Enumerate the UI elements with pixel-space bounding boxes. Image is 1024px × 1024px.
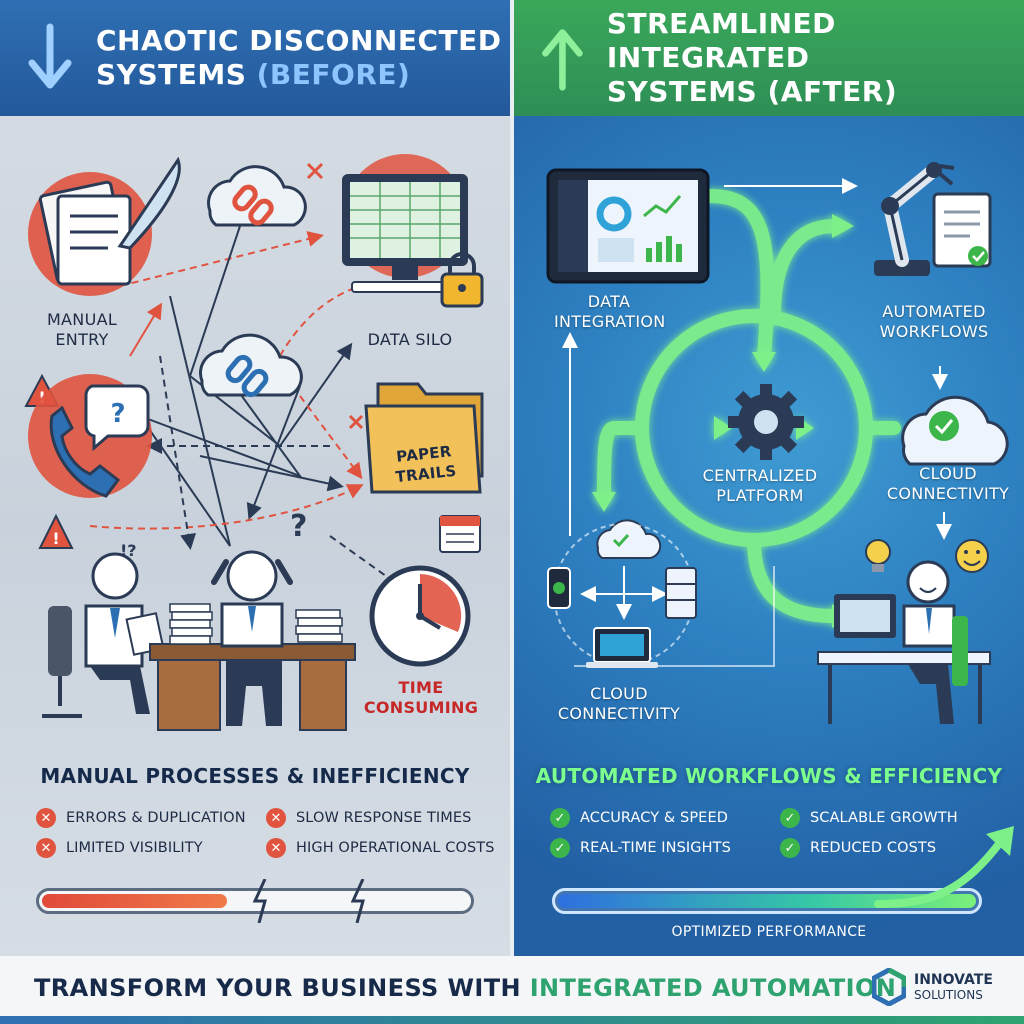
centralized-platform-label: CENTRALIZED PLATFORM: [702, 466, 818, 505]
before-bullets: ✕ERRORS & DUPLICATION ✕SLOW RESPONSE TIM…: [36, 808, 506, 858]
data-silo-label: DATA SILO: [367, 330, 453, 349]
after-subtitle: AUTOMATED WORKFLOWS & EFFICIENCY: [535, 764, 1003, 788]
before-subtitle: MANUAL PROCESSES & INEFFICIENCY: [40, 764, 470, 788]
phone-question-icon: ?: [28, 374, 152, 498]
tablet-dashboard-icon: [546, 168, 710, 284]
footer: TRANSFORM YOUR BUSINESS WITH INTEGRATED …: [0, 956, 1024, 1024]
cloud-connectivity-right-label: CLOUD CONNECTIVITY: [886, 464, 1010, 503]
list-item: ✓ACCURACY & SPEED: [550, 808, 780, 828]
check-mark-icon: ✓: [780, 808, 800, 828]
document-check-icon: [932, 192, 992, 268]
panel-divider: [510, 0, 514, 956]
list-item: ✓REDUCED COSTS: [780, 838, 1010, 858]
before-title: CHAOTIC DISCONNECTED SYSTEMS (BEFORE): [96, 24, 502, 91]
brand-logo: INNOVATE SOLUTIONS: [872, 968, 993, 1006]
up-arrow-icon: [542, 29, 583, 91]
list-item: ✕ERRORS & DUPLICATION: [36, 808, 266, 828]
x-mark-icon: ✕: [36, 838, 56, 858]
robot-arm-icon: [874, 162, 955, 276]
lightbulb-icon: [865, 539, 891, 572]
x-mark-icon: ✕: [266, 838, 286, 858]
lightning-break-icon: [252, 879, 267, 923]
after-panel: STREAMLINED INTEGRATED SYSTEMS (AFTER): [514, 0, 1024, 956]
list-item: ✕HIGH OPERATIONAL COSTS: [266, 838, 496, 858]
list-item: ✓SCALABLE GROWTH: [780, 808, 1010, 828]
svg-text:?: ?: [110, 399, 125, 429]
bar-caption: OPTIMIZED PERFORMANCE: [671, 924, 867, 940]
laptop-icon: [586, 627, 658, 668]
cloud-check-icon: [596, 519, 662, 559]
growth-arrow-icon: [874, 826, 1014, 908]
x-mark-icon: ✕: [36, 808, 56, 828]
cloud-connectivity-bottom-label: CLOUD CONNECTIVITY: [557, 684, 681, 723]
after-title: STREAMLINED INTEGRATED SYSTEMS (AFTER): [606, 7, 898, 108]
lock-icon: [440, 252, 484, 308]
happy-office-worker: [817, 539, 991, 724]
before-performance-bar: [36, 879, 474, 923]
warning-icon: !: [38, 513, 74, 549]
clock-icon: [369, 565, 471, 667]
manual-entry-label: MANUAL ENTRY: [46, 310, 118, 349]
server-icon: [665, 567, 697, 619]
time-consuming-label: TIME CONSUMING: [363, 678, 479, 717]
before-performance-fill: [42, 894, 227, 908]
after-illustration: [546, 162, 1009, 724]
lightning-break-icon: [350, 879, 365, 923]
after-bullets: ✓ACCURACY & SPEED ✓SCALABLE GROWTH ✓REAL…: [550, 808, 1020, 858]
gear-icon: [728, 384, 804, 460]
check-mark-icon: ✓: [550, 808, 570, 828]
monitor-spreadsheet-icon: [342, 154, 468, 293]
check-mark-icon: ✓: [550, 838, 570, 858]
before-panel: CHAOTIC DISCONNECTED SYSTEMS (BEFORE): [0, 0, 510, 956]
bottom-stripe: [0, 1016, 1024, 1024]
check-mark-icon: ✓: [780, 838, 800, 858]
footer-tagline: TRANSFORM YOUR BUSINESS WITH INTEGRATED …: [34, 974, 897, 1002]
down-arrow-icon: [28, 23, 72, 89]
automated-workflows-label: AUTOMATED WORKFLOWS: [879, 302, 989, 341]
calendar-icon: [439, 515, 481, 553]
after-header: STREAMLINED INTEGRATED SYSTEMS (AFTER): [514, 0, 1024, 116]
after-performance-fill: [558, 894, 976, 908]
list-item: ✕LIMITED VISIBILITY: [36, 838, 266, 858]
brand-name: INNOVATE: [914, 972, 993, 988]
document-quill-icon: [28, 156, 181, 296]
cloud-link-icon: [207, 165, 307, 227]
list-item: ✓REAL-TIME INSIGHTS: [550, 838, 780, 858]
folder-icon: [364, 382, 484, 494]
smiley-icon: [955, 539, 989, 573]
svg-text:!: !: [52, 529, 59, 548]
before-illustration: ! ! ? ? !?: [24, 154, 484, 731]
stressed-office-workers: [42, 550, 356, 731]
data-integration-label: DATA INTEGRATION: [554, 292, 666, 331]
svg-text:?: ?: [290, 509, 307, 544]
cloud-check-icon: [901, 395, 1009, 466]
cloud-link-icon: [199, 333, 303, 398]
x-mark-icon: ✕: [266, 808, 286, 828]
brand-sub: SOLUTIONS: [914, 988, 983, 1002]
smartphone-icon: [547, 567, 571, 609]
before-header: CHAOTIC DISCONNECTED SYSTEMS (BEFORE): [0, 0, 510, 116]
hexagon-logo-icon: [872, 968, 906, 1006]
list-item: ✕SLOW RESPONSE TIMES: [266, 808, 496, 828]
